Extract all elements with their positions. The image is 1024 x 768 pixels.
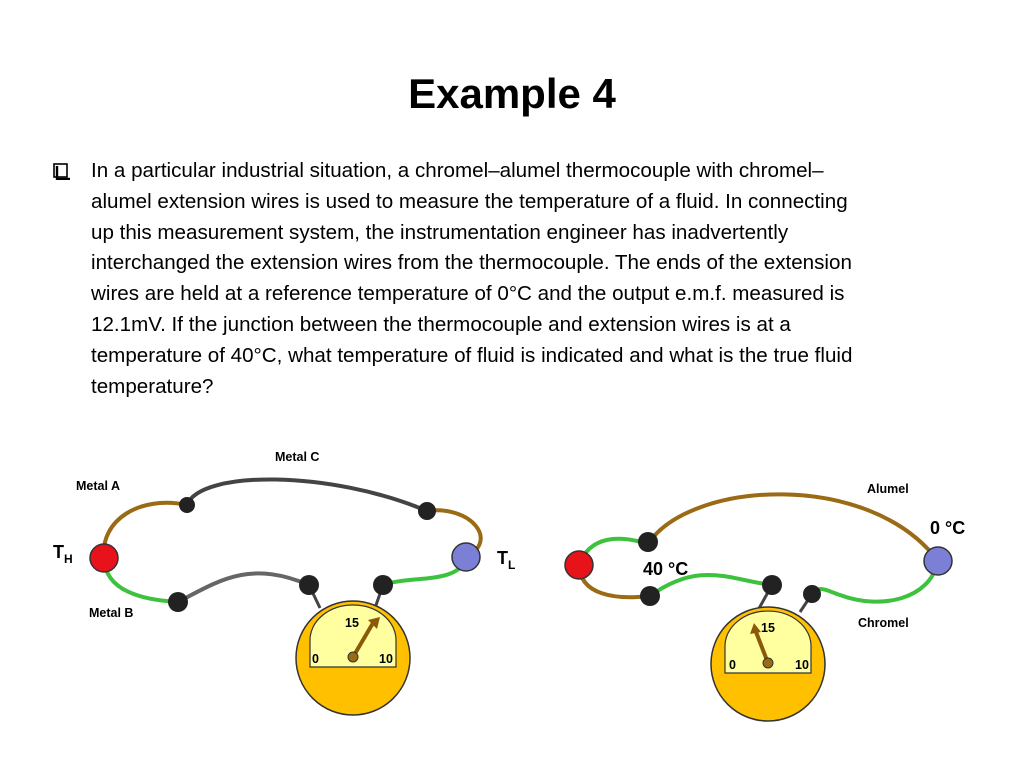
junction-dot (179, 497, 195, 513)
label-t-low: TL (497, 548, 515, 572)
metal-c-wire-bottom (177, 571, 310, 604)
metal-c-wire-top (185, 477, 428, 513)
junction-dot (640, 586, 660, 606)
left-circuit-diagram: Metal C Metal A Metal B TH TL 15 0 10 (53, 450, 515, 716)
cold-junction-node (923, 546, 953, 576)
meter-scale-mid: 15 (345, 616, 359, 630)
junction-dot (373, 575, 393, 595)
problem-paragraph: In a particular industrial situation, a … (91, 159, 853, 398)
meter-scale-mid: 15 (761, 621, 775, 635)
junction-dot (168, 592, 188, 612)
checkbox-bullet-icon (53, 163, 70, 180)
label-metal-b: Metal B (89, 606, 133, 620)
hot-junction-node (89, 543, 119, 573)
junction-dot (638, 532, 658, 552)
label-alumel: Alumel (867, 482, 909, 496)
meter-scale-left: 0 (312, 652, 319, 666)
hot-junction-node (564, 550, 594, 580)
cold-junction-node (451, 542, 481, 572)
slide-title: Example 4 (408, 70, 616, 117)
voltmeter-right (710, 606, 826, 722)
label-t-hot: TH (53, 542, 73, 566)
junction-dot (803, 585, 821, 603)
metal-a-wire-left (101, 500, 188, 559)
label-ref-temp: 0 °C (930, 518, 965, 538)
junction-dot (299, 575, 319, 595)
alumel-wire-top (646, 492, 940, 563)
label-metal-a: Metal A (76, 479, 120, 493)
chromel-wire-bottom (648, 573, 773, 598)
voltmeter-left (295, 600, 411, 716)
label-chromel: Chromel (858, 616, 909, 630)
label-junction-temp: 40 °C (643, 559, 688, 579)
meter-scale-right: 10 (795, 658, 809, 672)
junction-dot (418, 502, 436, 520)
right-circuit-diagram: Alumel Chromel 0 °C 40 °C 15 0 10 (564, 482, 965, 722)
label-metal-c: Metal C (275, 450, 319, 464)
junction-dot (762, 575, 782, 595)
chromel-wire-right (810, 560, 940, 604)
meter-scale-left: 0 (729, 658, 736, 672)
meter-scale-right: 10 (379, 652, 393, 666)
